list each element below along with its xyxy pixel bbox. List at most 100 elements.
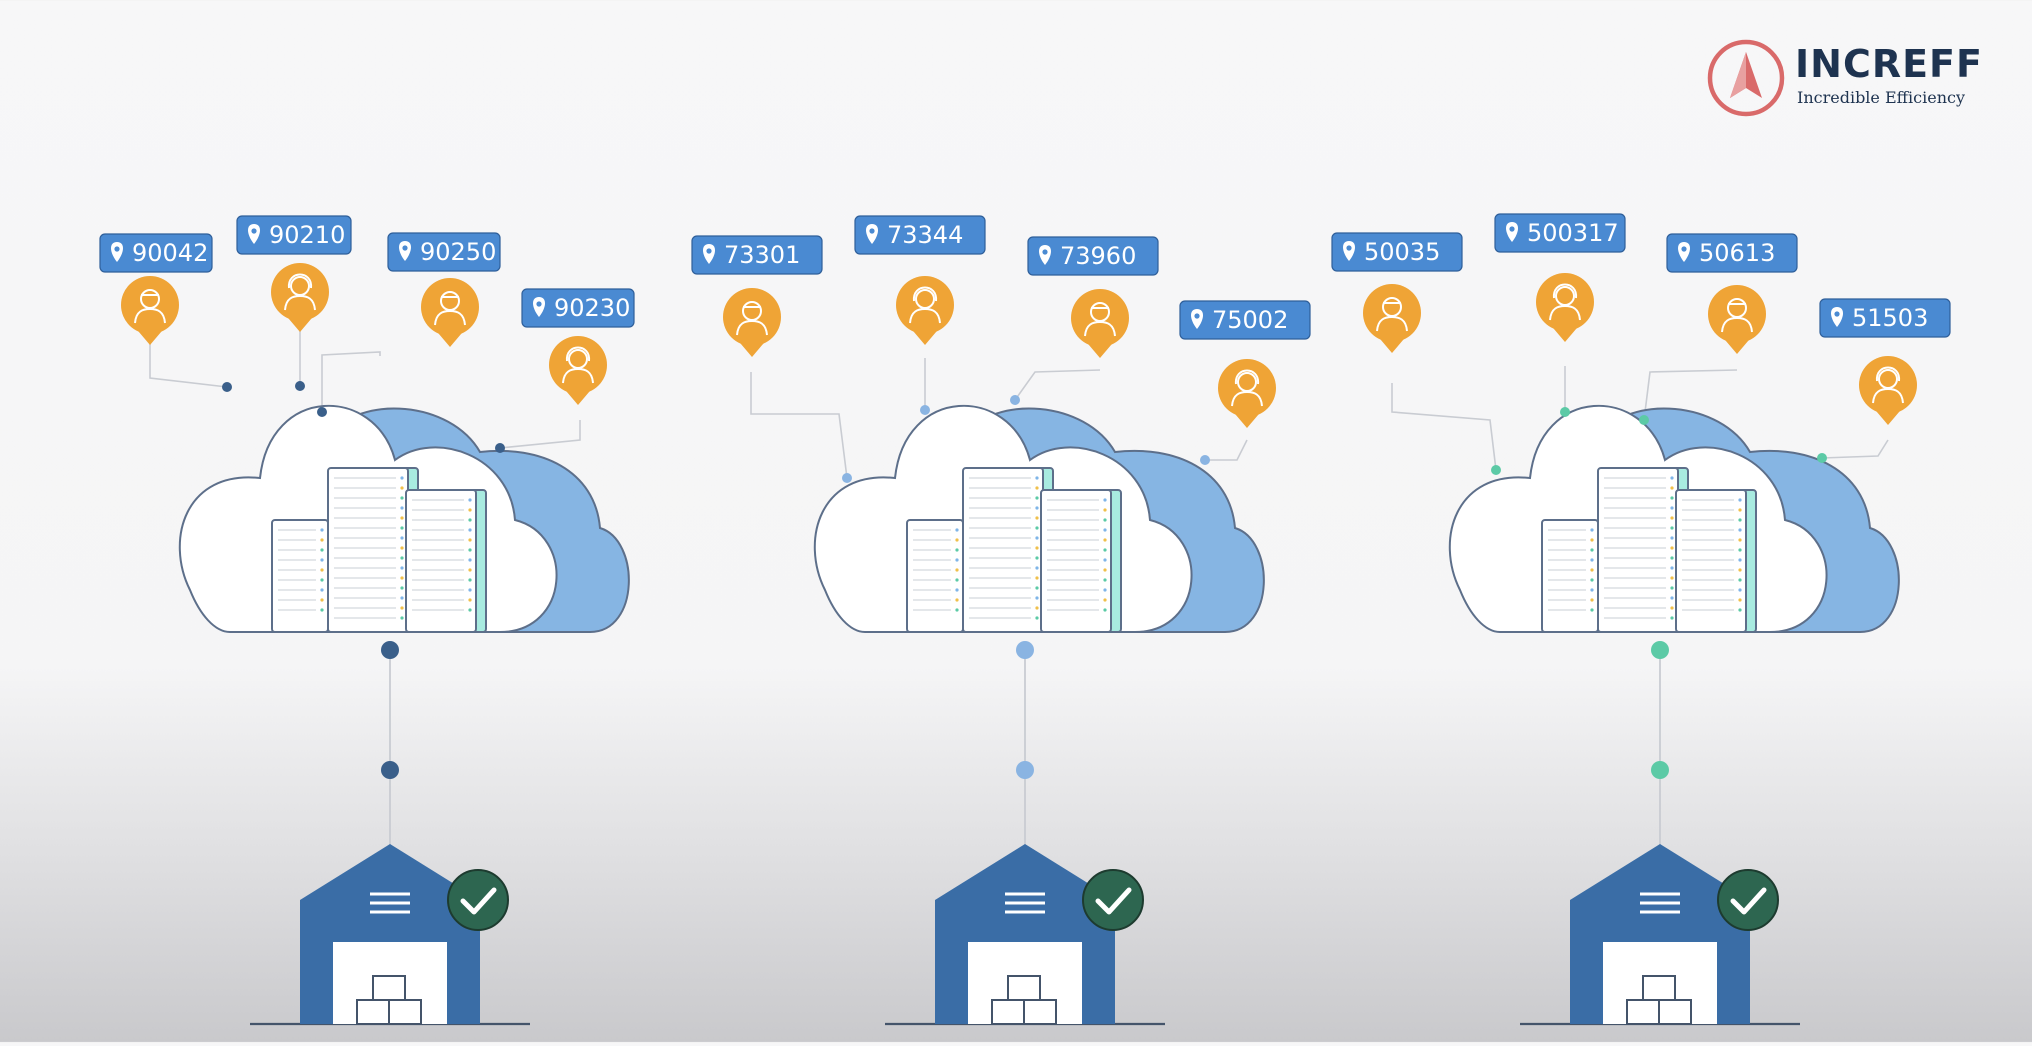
person-pin-icon [1218, 359, 1276, 428]
warehouse-icon [885, 844, 1165, 1026]
connector-dot [381, 761, 399, 779]
zip-code-label: 75002 [1212, 306, 1288, 334]
connector-dot [1016, 641, 1034, 659]
location-pin-icon [1831, 307, 1843, 327]
checkmark-icon [447, 869, 509, 931]
server-rack [1040, 489, 1122, 633]
zip-code-label: 50613 [1699, 239, 1775, 267]
server-rack [962, 467, 1054, 633]
location-pin-icon [1343, 241, 1355, 261]
server-rack [405, 489, 487, 633]
connector-dot [1651, 761, 1669, 779]
box-icon [372, 975, 406, 1001]
server-rack [327, 467, 419, 633]
zip-code-label: 90042 [132, 239, 208, 267]
location-pin-icon [1039, 245, 1051, 265]
zip-code-tag: 90210 [236, 215, 352, 255]
cloud-server-icon [178, 404, 630, 633]
location-pin-icon [866, 224, 878, 244]
zip-code-tag: 50613 [1666, 233, 1798, 273]
warehouse-icon [1520, 844, 1800, 1026]
person-pin-icon [421, 278, 479, 347]
cluster-2: 73301 73344 73960 75002 [691, 215, 1311, 1026]
compass-logo-icon [1707, 39, 1785, 117]
server-rack [1675, 489, 1757, 633]
location-pin-icon [533, 297, 545, 317]
checkmark-icon [1717, 869, 1779, 931]
zip-code-tag: 73344 [854, 215, 986, 255]
connector-dot [1016, 761, 1034, 779]
zip-code-label: 73960 [1060, 242, 1136, 270]
connector-dot [1651, 641, 1669, 659]
location-pin-icon [703, 244, 715, 264]
brand-logo: INCREFF Incredible Efficiency [1706, 38, 1982, 118]
person-pin-icon [1708, 285, 1766, 354]
connector-dot [1491, 465, 1501, 475]
connector-line [1391, 383, 1497, 471]
zip-code-label: 51503 [1852, 304, 1928, 332]
location-pin-icon [1191, 309, 1203, 329]
connector-dot [1560, 407, 1570, 417]
cluster-3: 50035 500317 50613 51503 [1331, 213, 1951, 1026]
connector-dot [295, 381, 305, 391]
person-pin-icon [723, 288, 781, 357]
zip-code-tag: 73960 [1027, 236, 1159, 276]
zip-code-tag: 90230 [521, 288, 635, 328]
connector-line [1014, 369, 1101, 401]
person-pin-icon [549, 336, 607, 405]
location-pin-icon [111, 242, 123, 262]
zip-code-tag: 75002 [1179, 300, 1311, 340]
zip-code-tag: 90042 [99, 233, 213, 273]
connector-dot [381, 641, 399, 659]
checkmark-icon [1082, 869, 1144, 931]
zip-code-label: 500317 [1527, 219, 1619, 247]
person-pin-icon [121, 276, 179, 345]
zip-code-tag: 73301 [691, 235, 823, 275]
person-pin-icon [271, 263, 329, 332]
location-pin-icon [1678, 242, 1690, 262]
location-pin-icon [399, 241, 411, 261]
warehouse-icon [250, 844, 530, 1026]
server-rack [1597, 467, 1689, 633]
connector-dot [1639, 415, 1649, 425]
brand-name: INCREFF [1795, 42, 1983, 86]
connector-dot [495, 443, 505, 453]
connector-line [499, 420, 581, 449]
location-pin-icon [1506, 222, 1518, 242]
zip-code-label: 73344 [887, 221, 963, 249]
connector-dot [1817, 453, 1827, 463]
person-pin-icon [1363, 284, 1421, 353]
connector-line [1205, 439, 1248, 461]
person-pin-icon [896, 276, 954, 345]
cloud-server-icon [1448, 404, 1900, 633]
zip-code-label: 90210 [269, 221, 345, 249]
person-pin-icon [1536, 273, 1594, 342]
connector-line [1821, 439, 1889, 459]
connector-dot [317, 407, 327, 417]
box-icon [1007, 975, 1041, 1001]
server-rack [271, 519, 329, 633]
person-pin-icon [1071, 289, 1129, 358]
brand-tagline: Incredible Efficiency [1797, 88, 1965, 107]
zip-code-tag: 50035 [1331, 232, 1463, 272]
connector-line [149, 336, 228, 388]
cloud-server-icon [813, 404, 1265, 633]
connector-dot [920, 405, 930, 415]
connector-line [1643, 369, 1738, 421]
server-rack [906, 519, 964, 633]
zip-code-label: 50035 [1364, 238, 1440, 266]
server-rack [1541, 519, 1599, 633]
connector-line [321, 351, 381, 412]
connector-dot [842, 473, 852, 483]
zip-code-label: 90230 [554, 294, 630, 322]
connector-dot [1010, 395, 1020, 405]
zip-code-tag: 90250 [387, 232, 501, 272]
connector-dot [222, 382, 232, 392]
zip-code-tag: 51503 [1819, 298, 1951, 338]
connector-dot [1200, 455, 1210, 465]
person-pin-icon [1859, 356, 1917, 425]
location-pin-icon [248, 224, 260, 244]
cluster-1: 90042 90210 90250 90230 [99, 215, 635, 1026]
zip-code-label: 90250 [420, 238, 496, 266]
